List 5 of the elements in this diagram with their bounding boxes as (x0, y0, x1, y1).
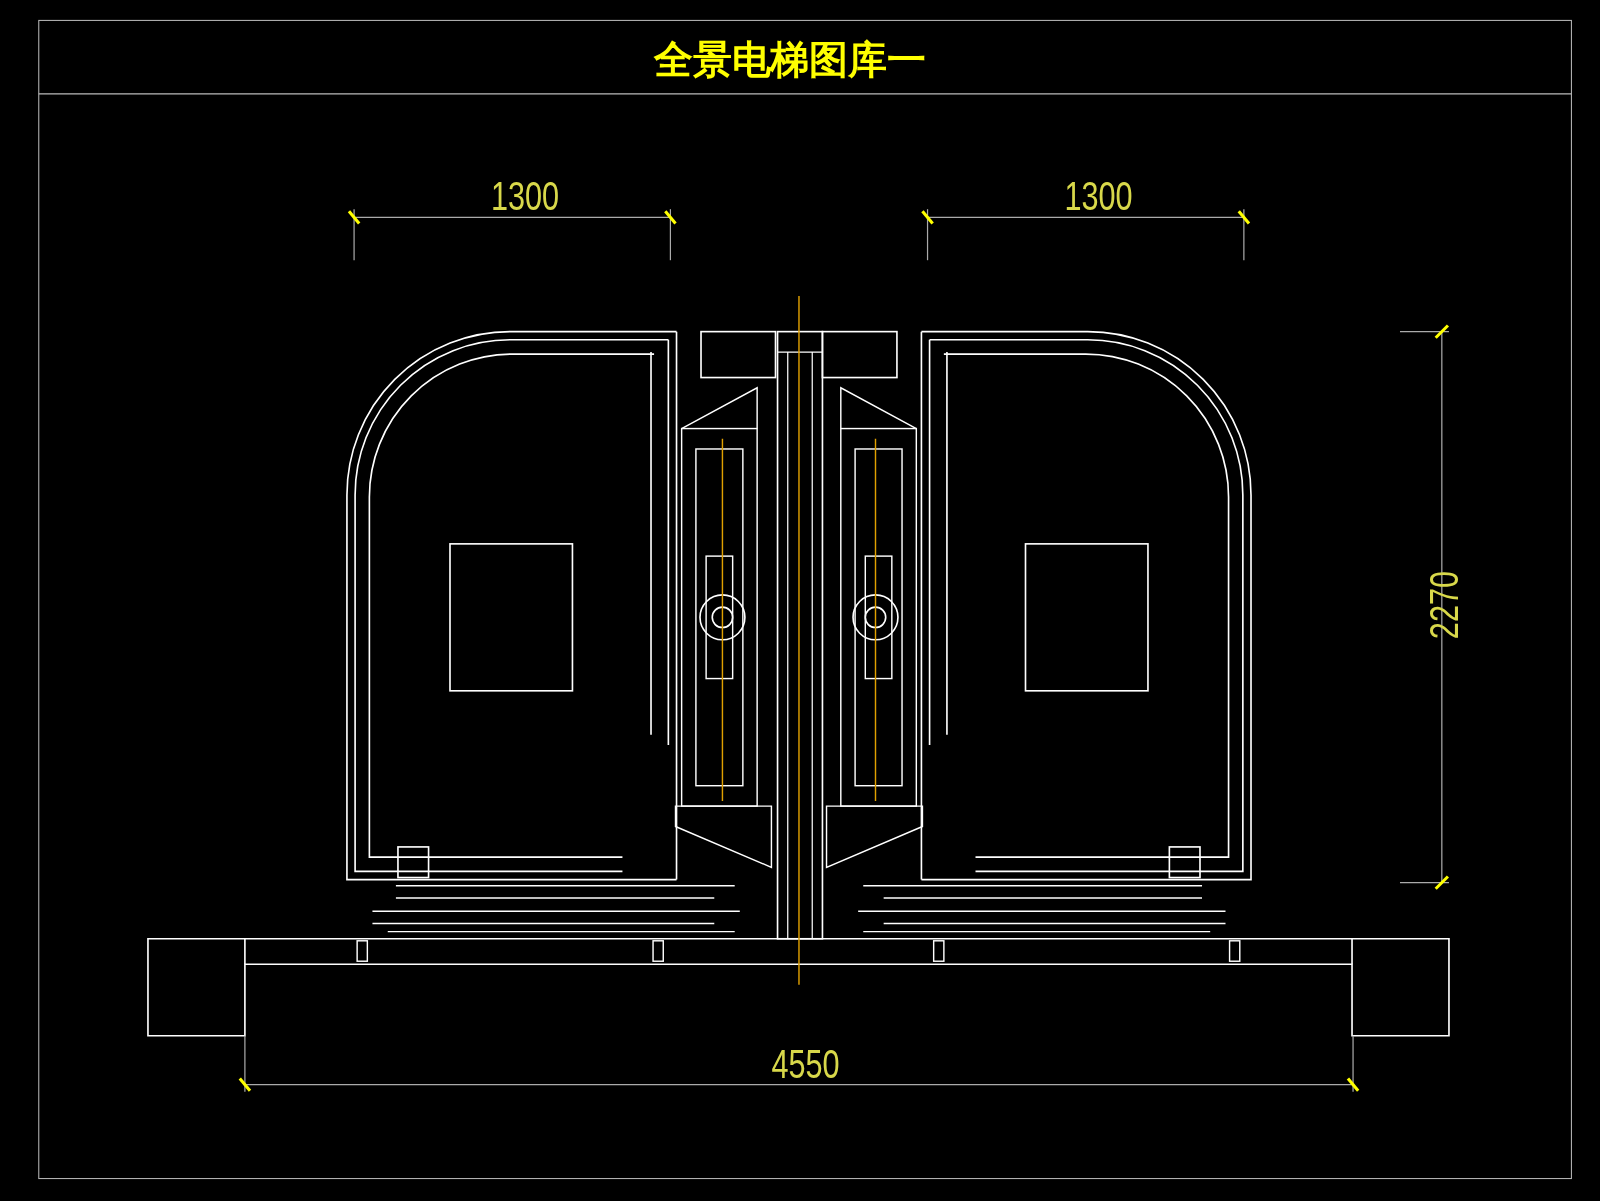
drawing-title: 全景电梯图库一 (654, 40, 926, 80)
dimension-label: 2270 (1422, 571, 1464, 640)
dimension-label: 4550 (771, 1042, 840, 1084)
dimension-label: 1300 (1064, 175, 1133, 217)
dimension-label: 1300 (490, 175, 560, 217)
